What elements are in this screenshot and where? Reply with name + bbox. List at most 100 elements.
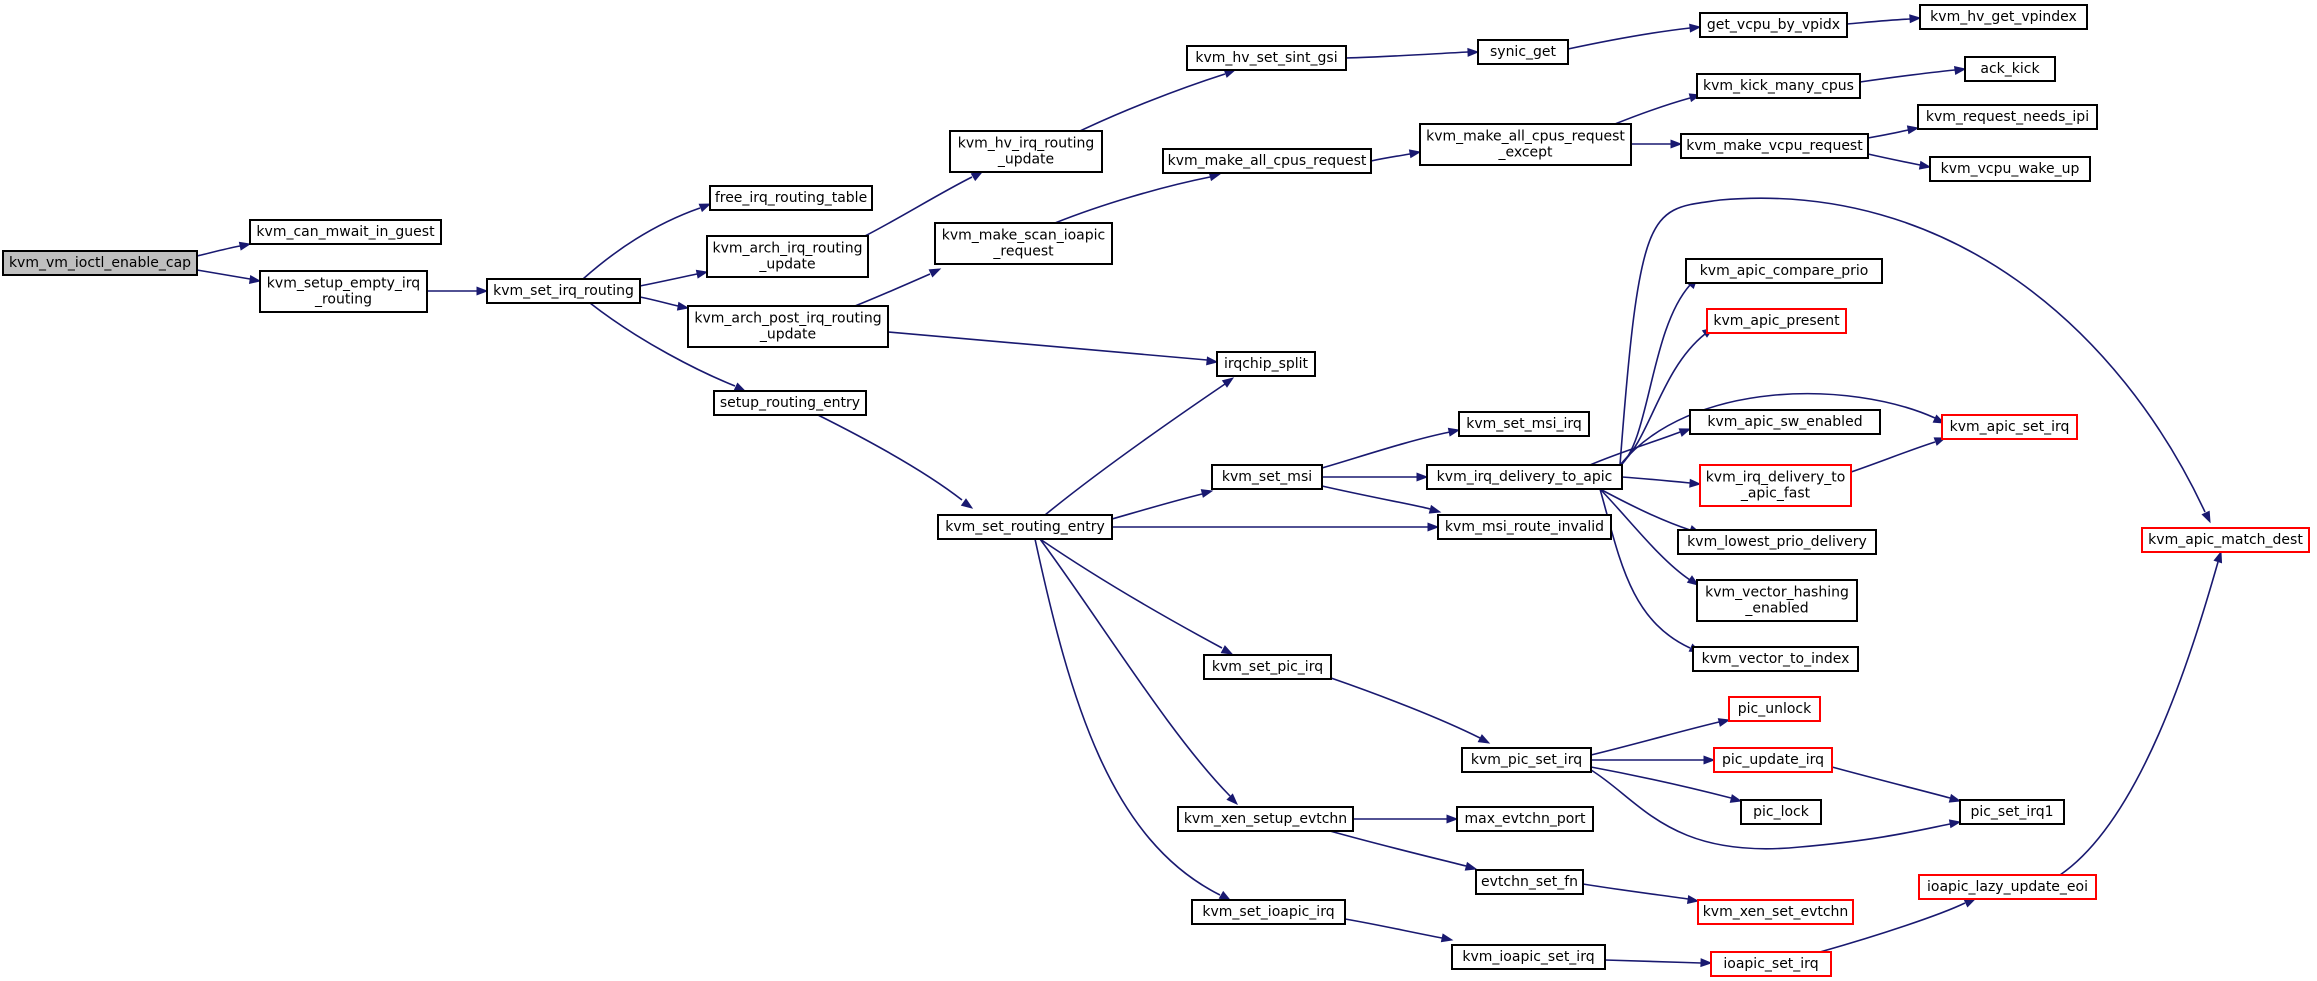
function-node-kvm-irq-delivery-to-apic[interactable]: kvm_irq_delivery_to_apic — [1426, 464, 1623, 490]
node-box[interactable] — [1203, 654, 1332, 680]
node-box[interactable] — [2141, 527, 2310, 553]
function-node-kvm-xen-setup-evtchn[interactable]: kvm_xen_setup_evtchn — [1177, 806, 1354, 832]
function-node-kvm-arch-post-irq-routing-update[interactable]: kvm_arch_post_irq_routing_update — [687, 305, 889, 348]
node-box[interactable] — [937, 514, 1113, 540]
node-box[interactable] — [687, 305, 889, 348]
function-node-kvm-make-scan-ioapic-request[interactable]: kvm_make_scan_ioapic_request — [934, 222, 1113, 265]
node-box[interactable] — [2, 250, 198, 276]
node-box[interactable] — [706, 235, 869, 278]
function-node-kvm-lowest-prio-delivery[interactable]: kvm_lowest_prio_delivery — [1677, 529, 1877, 555]
node-box[interactable] — [1699, 464, 1852, 507]
node-box[interactable] — [1929, 156, 2091, 182]
node-box[interactable] — [1917, 104, 2098, 130]
function-node-kvm-set-irq-routing[interactable]: kvm_set_irq_routing — [486, 278, 641, 304]
function-node-get-vcpu-by-vpidx[interactable]: get_vcpu_by_vpidx — [1699, 12, 1848, 38]
node-box[interactable] — [1692, 646, 1859, 672]
function-node-kvm-ioapic-set-irq[interactable]: kvm_ioapic_set_irq — [1451, 944, 1606, 970]
node-box[interactable] — [1456, 806, 1594, 832]
function-node-setup-routing-entry[interactable]: setup_routing_entry — [713, 390, 867, 416]
node-box[interactable] — [1677, 529, 1877, 555]
function-node-pic-unlock[interactable]: pic_unlock — [1728, 696, 1821, 722]
node-box[interactable] — [1964, 56, 2056, 82]
node-box[interactable] — [1216, 351, 1316, 377]
function-node-kvm-set-msi-irq[interactable]: kvm_set_msi_irq — [1458, 411, 1590, 437]
node-box[interactable] — [1918, 874, 2097, 900]
function-node-ack-kick[interactable]: ack_kick — [1964, 56, 2056, 82]
function-node-kvm-vector-to-index[interactable]: kvm_vector_to_index — [1692, 646, 1859, 672]
function-node-kvm-irq-delivery-to-apic-fast[interactable]: kvm_irq_delivery_to_apic_fast — [1699, 464, 1852, 507]
function-node-irqchip-split[interactable]: irqchip_split — [1216, 351, 1316, 377]
node-box[interactable] — [1477, 39, 1569, 65]
node-box[interactable] — [949, 130, 1103, 173]
node-box[interactable] — [1162, 148, 1372, 174]
function-node-pic-set-irq1[interactable]: pic_set_irq1 — [1959, 799, 2065, 825]
node-box[interactable] — [1728, 696, 1821, 722]
node-box[interactable] — [1959, 799, 2065, 825]
node-box[interactable] — [934, 222, 1113, 265]
function-node-kvm-apic-compare-prio[interactable]: kvm_apic_compare_prio — [1685, 258, 1883, 284]
function-node-kvm-msi-route-invalid[interactable]: kvm_msi_route_invalid — [1437, 514, 1612, 540]
node-box[interactable] — [1689, 409, 1881, 435]
function-node-kvm-vector-hashing-enabled[interactable]: kvm_vector_hashing_enabled — [1696, 579, 1858, 622]
node-box[interactable] — [1461, 747, 1592, 773]
function-node-free-irq-routing-table[interactable]: free_irq_routing_table — [709, 185, 873, 211]
function-node-evtchn-set-fn[interactable]: evtchn_set_fn — [1475, 869, 1584, 895]
node-box[interactable] — [1458, 411, 1590, 437]
node-box[interactable] — [1699, 12, 1848, 38]
node-box[interactable] — [1713, 747, 1833, 773]
node-box[interactable] — [1919, 4, 2088, 30]
node-box[interactable] — [1685, 258, 1883, 284]
function-node-kvm-set-msi[interactable]: kvm_set_msi — [1211, 464, 1323, 490]
node-box[interactable] — [1437, 514, 1612, 540]
node-box[interactable] — [1710, 951, 1832, 977]
function-node-kvm-make-all-cpus-request[interactable]: kvm_make_all_cpus_request — [1162, 148, 1372, 174]
function-node-kvm-arch-irq-routing-update[interactable]: kvm_arch_irq_routing_update — [706, 235, 869, 278]
node-box[interactable] — [1211, 464, 1323, 490]
node-box[interactable] — [1177, 806, 1354, 832]
node-box[interactable] — [1451, 944, 1606, 970]
function-node-kvm-can-mwait-in-guest[interactable]: kvm_can_mwait_in_guest — [249, 219, 442, 245]
function-node-pic-update-irq[interactable]: pic_update_irq — [1713, 747, 1833, 773]
node-box[interactable] — [249, 219, 442, 245]
node-box[interactable] — [1696, 579, 1858, 622]
function-node-kvm-apic-set-irq[interactable]: kvm_apic_set_irq — [1941, 414, 2078, 440]
function-node-ioapic-set-irq[interactable]: ioapic_set_irq — [1710, 951, 1832, 977]
function-node-kvm-apic-sw-enabled[interactable]: kvm_apic_sw_enabled — [1689, 409, 1881, 435]
function-node-kvm-vcpu-wake-up[interactable]: kvm_vcpu_wake_up — [1929, 156, 2091, 182]
function-node-kvm-hv-irq-routing-update[interactable]: kvm_hv_irq_routing_update — [949, 130, 1103, 173]
function-node-kvm-set-routing-entry[interactable]: kvm_set_routing_entry — [937, 514, 1113, 540]
function-node-pic-lock[interactable]: pic_lock — [1740, 799, 1822, 825]
function-node-kvm-hv-get-vpindex[interactable]: kvm_hv_get_vpindex — [1919, 4, 2088, 30]
node-box[interactable] — [486, 278, 641, 304]
function-node-synic-get[interactable]: synic_get — [1477, 39, 1569, 65]
function-node-ioapic-lazy-update-eoi[interactable]: ioapic_lazy_update_eoi — [1918, 874, 2097, 900]
node-box[interactable] — [1419, 123, 1632, 166]
node-box[interactable] — [1941, 414, 2078, 440]
function-node-kvm-xen-set-evtchn[interactable]: kvm_xen_set_evtchn — [1697, 899, 1854, 925]
node-box[interactable] — [1696, 73, 1861, 99]
function-node-kvm-set-pic-irq[interactable]: kvm_set_pic_irq — [1203, 654, 1332, 680]
node-box[interactable] — [1740, 799, 1822, 825]
function-node-kvm-pic-set-irq[interactable]: kvm_pic_set_irq — [1461, 747, 1592, 773]
function-node-kvm-kick-many-cpus[interactable]: kvm_kick_many_cpus — [1696, 73, 1861, 99]
function-node-kvm-make-vcpu-request[interactable]: kvm_make_vcpu_request — [1680, 133, 1869, 159]
node-box[interactable] — [1706, 308, 1847, 334]
function-node-kvm-request-needs-ipi[interactable]: kvm_request_needs_ipi — [1917, 104, 2098, 130]
node-box[interactable] — [1191, 899, 1346, 925]
function-node-kvm-make-all-cpus-request-except[interactable]: kvm_make_all_cpus_request_except — [1419, 123, 1632, 166]
function-node-kvm-setup-empty-irq-routing[interactable]: kvm_setup_empty_irq_routing — [259, 270, 428, 313]
function-node-kvm-set-ioapic-irq[interactable]: kvm_set_ioapic_irq — [1191, 899, 1346, 925]
function-node-kvm-vm-ioctl-enable-cap[interactable]: kvm_vm_ioctl_enable_cap — [2, 250, 198, 276]
node-box[interactable] — [709, 185, 873, 211]
function-node-kvm-apic-match-dest[interactable]: kvm_apic_match_dest — [2141, 527, 2310, 553]
node-box[interactable] — [713, 390, 867, 416]
node-box[interactable] — [1697, 899, 1854, 925]
function-node-kvm-apic-present[interactable]: kvm_apic_present — [1706, 308, 1847, 334]
node-box[interactable] — [1475, 869, 1584, 895]
function-node-kvm-hv-set-sint-gsi[interactable]: kvm_hv_set_sint_gsi — [1186, 45, 1347, 71]
function-node-max-evtchn-port[interactable]: max_evtchn_port — [1456, 806, 1594, 832]
node-box[interactable] — [1680, 133, 1869, 159]
node-box[interactable] — [259, 270, 428, 313]
node-box[interactable] — [1186, 45, 1347, 71]
node-box[interactable] — [1426, 464, 1623, 490]
